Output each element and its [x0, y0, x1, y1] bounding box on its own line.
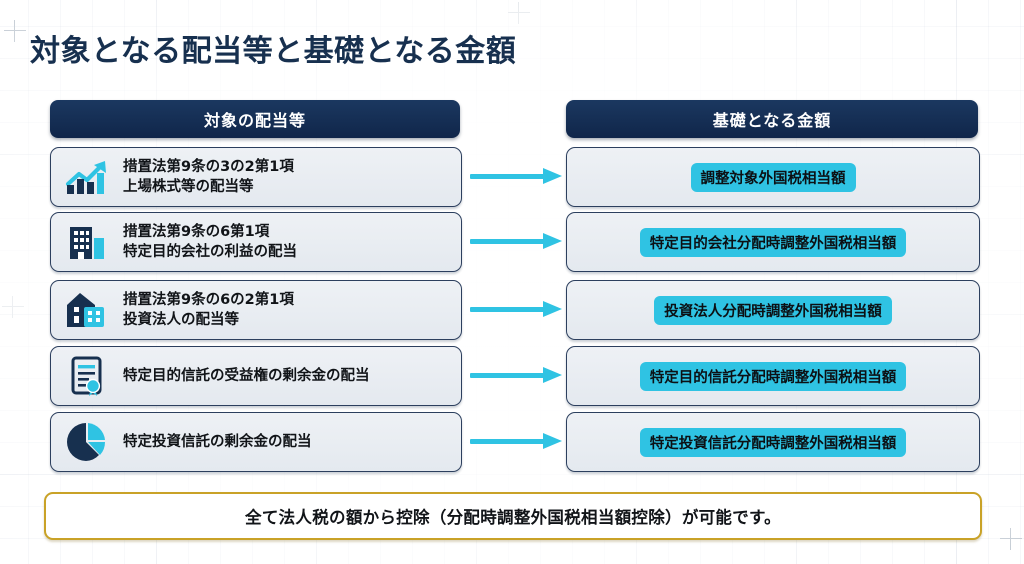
dividend-label-2: 措置法第9条の6第1項 特定目的会社の利益の配当	[123, 224, 297, 260]
dividend-label-3: 措置法第9条の6の2第1項 投資法人の配当等	[123, 292, 294, 328]
flow-arrow-2	[470, 233, 562, 249]
certificate-seal-icon	[51, 347, 123, 405]
dividend-card-2[interactable]: 措置法第9条の6第1項 特定目的会社の利益の配当	[50, 212, 462, 272]
growth-bar-chart-icon	[51, 148, 123, 206]
pie-chart-icon	[51, 413, 123, 471]
dividend-card-3[interactable]: 措置法第9条の6の2第1項 投資法人の配当等	[50, 280, 462, 340]
amount-chip-4: 特定目的信託分配時調整外国税相当額	[639, 361, 907, 391]
flow-arrow-5	[470, 433, 562, 449]
page-title: 対象となる配当等と基礎となる金額	[30, 34, 517, 69]
amount-card-3[interactable]: 投資法人分配時調整外国税相当額	[566, 280, 980, 340]
amount-chip-5: 特定投資信託分配時調整外国税相当額	[639, 427, 907, 457]
amount-card-1[interactable]: 調整対象外国税相当額	[566, 147, 980, 207]
office-building-icon	[51, 213, 123, 271]
dividend-label-4: 特定目的信託の受益権の剰余金の配当	[123, 368, 370, 384]
dividend-card-5[interactable]: 特定投資信託の剰余金の配当	[50, 412, 462, 472]
amount-chip-3: 投資法人分配時調整外国税相当額	[654, 295, 892, 325]
amount-chip-2: 特定目的会社分配時調整外国税相当額	[639, 227, 907, 257]
dividend-card-4[interactable]: 特定目的信託の受益権の剰余金の配当	[50, 346, 462, 406]
dividend-label-1: 措置法第9条の3の2第1項 上場株式等の配当等	[123, 159, 294, 195]
amount-card-5[interactable]: 特定投資信託分配時調整外国税相当額	[566, 412, 980, 472]
footer-note-banner: 全て法人税の額から控除（分配時調整外国税相当額控除）が可能です。	[44, 492, 982, 540]
dividend-card-1[interactable]: 措置法第9条の3の2第1項 上場株式等の配当等	[50, 147, 462, 207]
amount-card-2[interactable]: 特定目的会社分配時調整外国税相当額	[566, 212, 980, 272]
column-header-right: 基礎となる金額	[566, 100, 978, 138]
flow-arrow-4	[470, 367, 562, 383]
house-building-icon	[51, 281, 123, 339]
amount-chip-1: 調整対象外国税相当額	[690, 162, 856, 192]
footer-note-text: 全て法人税の額から控除（分配時調整外国税相当額控除）が可能です。	[245, 508, 781, 527]
flow-arrow-3	[470, 301, 562, 317]
flow-arrow-1	[470, 168, 562, 184]
column-header-left: 対象の配当等	[50, 100, 460, 138]
dividend-label-5: 特定投資信託の剰余金の配当	[123, 434, 312, 450]
amount-card-4[interactable]: 特定目的信託分配時調整外国税相当額	[566, 346, 980, 406]
